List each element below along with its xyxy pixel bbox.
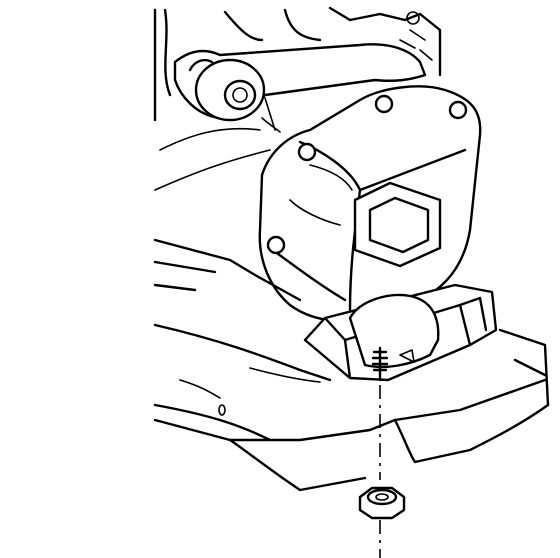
control-arm — [173, 43, 427, 133]
engine-block-outline — [153, 6, 442, 191]
mount-insulator — [303, 283, 498, 382]
transmission-housing — [258, 85, 482, 323]
frame-crossmember — [153, 238, 550, 492]
mount-nut — [358, 486, 406, 520]
